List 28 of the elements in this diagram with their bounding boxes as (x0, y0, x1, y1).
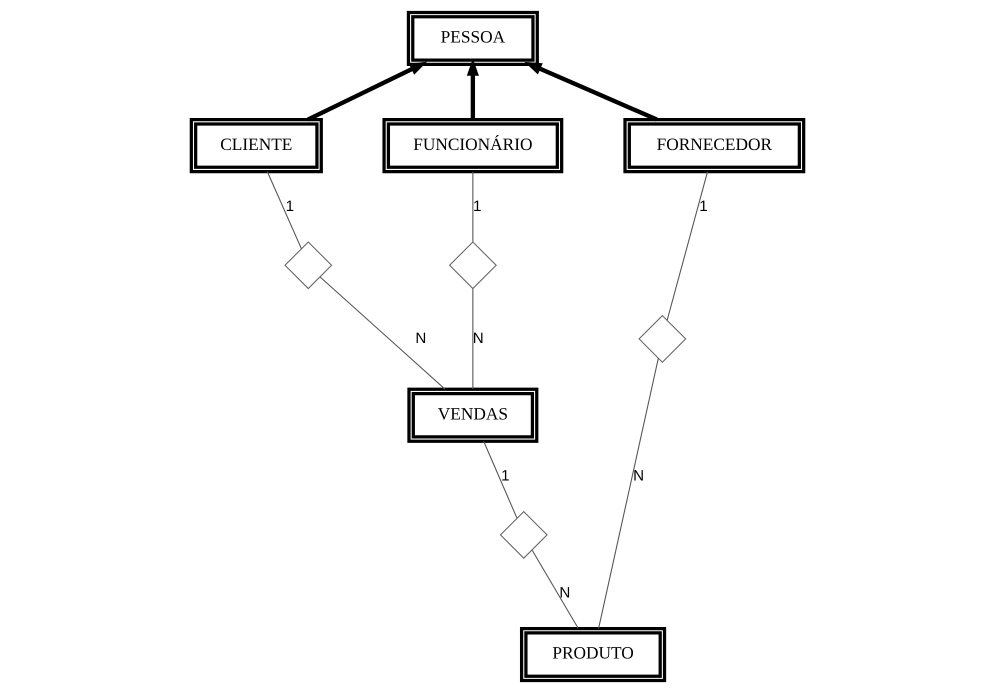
connector (666, 172, 708, 320)
node-diamond (500, 510, 548, 559)
node-box: FUNCIONÁRIO (382, 118, 564, 174)
arrow (524, 62, 658, 122)
node-box: PRODUTO (520, 626, 666, 682)
connector (472, 288, 474, 390)
connector (266, 171, 302, 249)
edge-label: N (472, 330, 484, 347)
node-box: VENDAS (407, 388, 538, 443)
edge-label: 1 (699, 198, 708, 215)
node-diamond (284, 241, 332, 290)
edge-label: 1 (286, 198, 294, 215)
connector (483, 441, 518, 519)
node-diamond (448, 241, 497, 290)
node-box: CLIENTE (190, 118, 323, 174)
node-diamond (638, 314, 686, 363)
connector (532, 550, 579, 629)
edge-label: N (633, 467, 644, 484)
edge-label: 1 (501, 467, 510, 484)
node-box: PESSOA (406, 10, 539, 66)
edge-label: 1 (472, 198, 482, 215)
connector (598, 358, 659, 629)
connector (320, 276, 446, 390)
node-box: FORNECEDOR (623, 118, 806, 174)
edge-label: N (415, 330, 426, 347)
arrow (306, 62, 428, 122)
edge-label: N (559, 584, 570, 602)
connector (472, 172, 474, 242)
